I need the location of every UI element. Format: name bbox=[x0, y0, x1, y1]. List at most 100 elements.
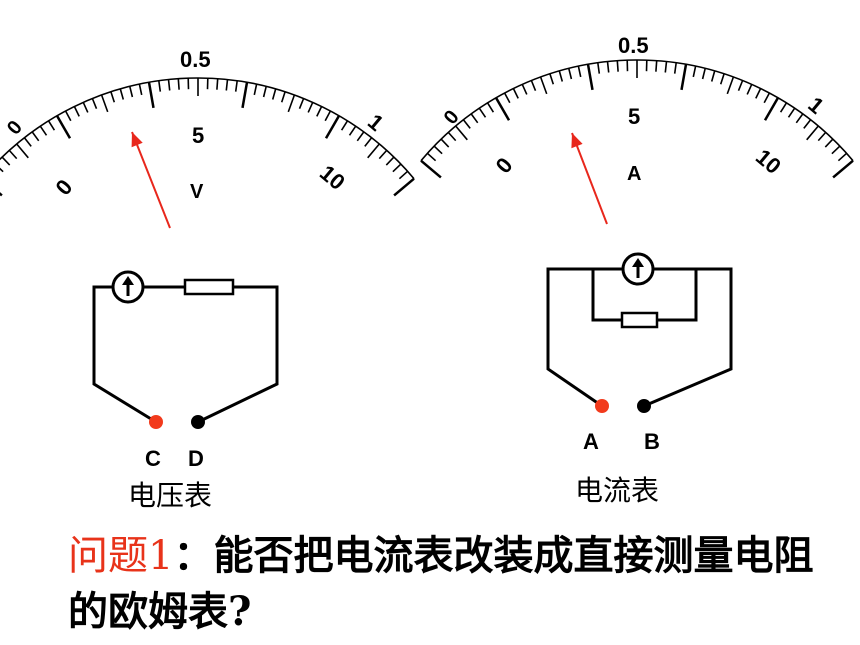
scale-tick bbox=[73, 106, 80, 117]
scale-tick bbox=[680, 64, 688, 91]
scale-tick bbox=[271, 88, 277, 100]
scale-tick bbox=[586, 64, 594, 91]
scale-tick bbox=[832, 159, 854, 179]
scale-tick bbox=[470, 113, 479, 124]
scale-tick bbox=[216, 78, 219, 90]
scale-tick bbox=[0, 167, 4, 173]
scale-tick bbox=[440, 138, 450, 148]
scale-tick bbox=[726, 76, 735, 95]
scale-tick bbox=[494, 97, 511, 121]
scale-tick bbox=[110, 91, 116, 103]
scale-tick bbox=[577, 66, 582, 78]
scale-tick bbox=[129, 86, 134, 98]
scale-tick bbox=[1, 156, 11, 166]
scale-tick bbox=[478, 107, 487, 118]
scale-tick bbox=[39, 125, 48, 136]
scale-tick bbox=[447, 131, 457, 142]
scale-tick bbox=[287, 94, 296, 113]
voltmeter-pointer-head bbox=[131, 132, 143, 148]
ammeter-pointer-head bbox=[571, 133, 583, 149]
scale-tick bbox=[486, 102, 495, 113]
scale-tick bbox=[82, 102, 89, 113]
terminal-b-dot bbox=[637, 399, 651, 413]
ammeter-pointer bbox=[571, 132, 608, 225]
scale-tick bbox=[664, 61, 668, 73]
voltmeter-bottom-tick-0: 0 bbox=[50, 175, 77, 200]
scale-tick bbox=[692, 66, 697, 78]
scale-tick bbox=[23, 137, 32, 147]
scale-tick bbox=[539, 76, 548, 95]
scale-tick bbox=[167, 79, 171, 91]
scale-tick bbox=[64, 110, 72, 122]
voltmeter-unit: V bbox=[190, 181, 204, 203]
ammeter-unit: A bbox=[627, 163, 641, 185]
voltmeter-wire-left bbox=[92, 285, 157, 424]
scale-tick bbox=[521, 84, 528, 95]
scale-tick bbox=[779, 102, 788, 113]
scale-tick bbox=[0, 192, 3, 197]
voltmeter-pointer bbox=[131, 131, 171, 229]
scale-tick bbox=[119, 88, 125, 100]
scale-tick bbox=[91, 98, 98, 109]
scale-tick bbox=[606, 61, 610, 73]
scale-tick bbox=[298, 98, 305, 109]
terminal-c-label: C bbox=[145, 446, 161, 471]
scale-tick bbox=[616, 60, 619, 72]
scale-tick bbox=[737, 80, 744, 91]
scale-tick bbox=[763, 97, 780, 121]
scale-tick bbox=[356, 131, 365, 142]
shunt-wire-left bbox=[591, 269, 622, 322]
voltmeter-circuit bbox=[92, 270, 279, 424]
scale-tick bbox=[324, 115, 341, 139]
ammeter-bottom-tick-10: 10 bbox=[751, 144, 786, 179]
scale-tick bbox=[837, 152, 848, 162]
ammeter-caption: 电流表 bbox=[575, 474, 659, 507]
scale-arc bbox=[420, 59, 854, 162]
scale-tick bbox=[420, 159, 442, 179]
ammeter-top-tick-0: 0 bbox=[440, 106, 464, 129]
scale-tick bbox=[755, 88, 762, 99]
scale-tick bbox=[392, 163, 402, 173]
scale-tick bbox=[831, 145, 841, 155]
scale-tick bbox=[806, 125, 819, 141]
scale-tick bbox=[31, 131, 40, 142]
scale-tick bbox=[307, 102, 314, 113]
question-body: ：能否把电流表改装成直接测量电阻的欧姆表? bbox=[68, 532, 814, 635]
terminal-d-dot bbox=[191, 415, 205, 429]
scale-tick bbox=[225, 79, 229, 91]
scale-tick bbox=[655, 60, 658, 72]
voltmeter-top-tick-half: 0.5 bbox=[180, 47, 211, 72]
ammeter-wire-right bbox=[643, 267, 733, 408]
voltmeter-galvanometer-arrow bbox=[122, 276, 134, 296]
scale-tick bbox=[364, 137, 373, 147]
scale-tick bbox=[316, 106, 323, 117]
voltmeter-bottom-tick-5: 5 bbox=[192, 123, 204, 148]
scale-tick bbox=[177, 78, 180, 90]
meter-diagram: 0 0.5 1 0 5 10 V 0 0.5 1 0 5 10 A C D 电压… bbox=[0, 33, 854, 512]
scale-tick bbox=[262, 86, 267, 98]
scale-tick bbox=[597, 62, 601, 74]
ammeter-top-tick-half: 0.5 bbox=[618, 33, 649, 58]
voltmeter-bottom-tick-10: 10 bbox=[315, 160, 350, 195]
terminal-a-label: A bbox=[583, 429, 599, 454]
scale-tick bbox=[280, 91, 286, 103]
voltmeter-scale bbox=[0, 77, 415, 197]
scale-tick bbox=[763, 92, 771, 104]
scale-tick bbox=[241, 82, 249, 109]
scale-tick bbox=[100, 94, 109, 113]
scale-tick bbox=[787, 107, 796, 118]
scale-tick bbox=[719, 73, 725, 85]
ammeter-scale bbox=[420, 59, 854, 179]
scale-arc bbox=[0, 77, 415, 180]
ammeter-wire-left bbox=[546, 267, 622, 408]
shunt-wire-right bbox=[657, 269, 698, 322]
scale-tick bbox=[378, 149, 388, 160]
voltmeter-top-tick-0: 0 bbox=[3, 117, 27, 140]
scale-tick bbox=[367, 143, 380, 159]
scale-tick bbox=[385, 156, 395, 166]
voltmeter-wire-right bbox=[197, 285, 279, 424]
scale-tick bbox=[47, 120, 56, 131]
scale-tick bbox=[455, 125, 468, 141]
scale-tick bbox=[158, 80, 162, 92]
scale-tick bbox=[138, 84, 143, 96]
